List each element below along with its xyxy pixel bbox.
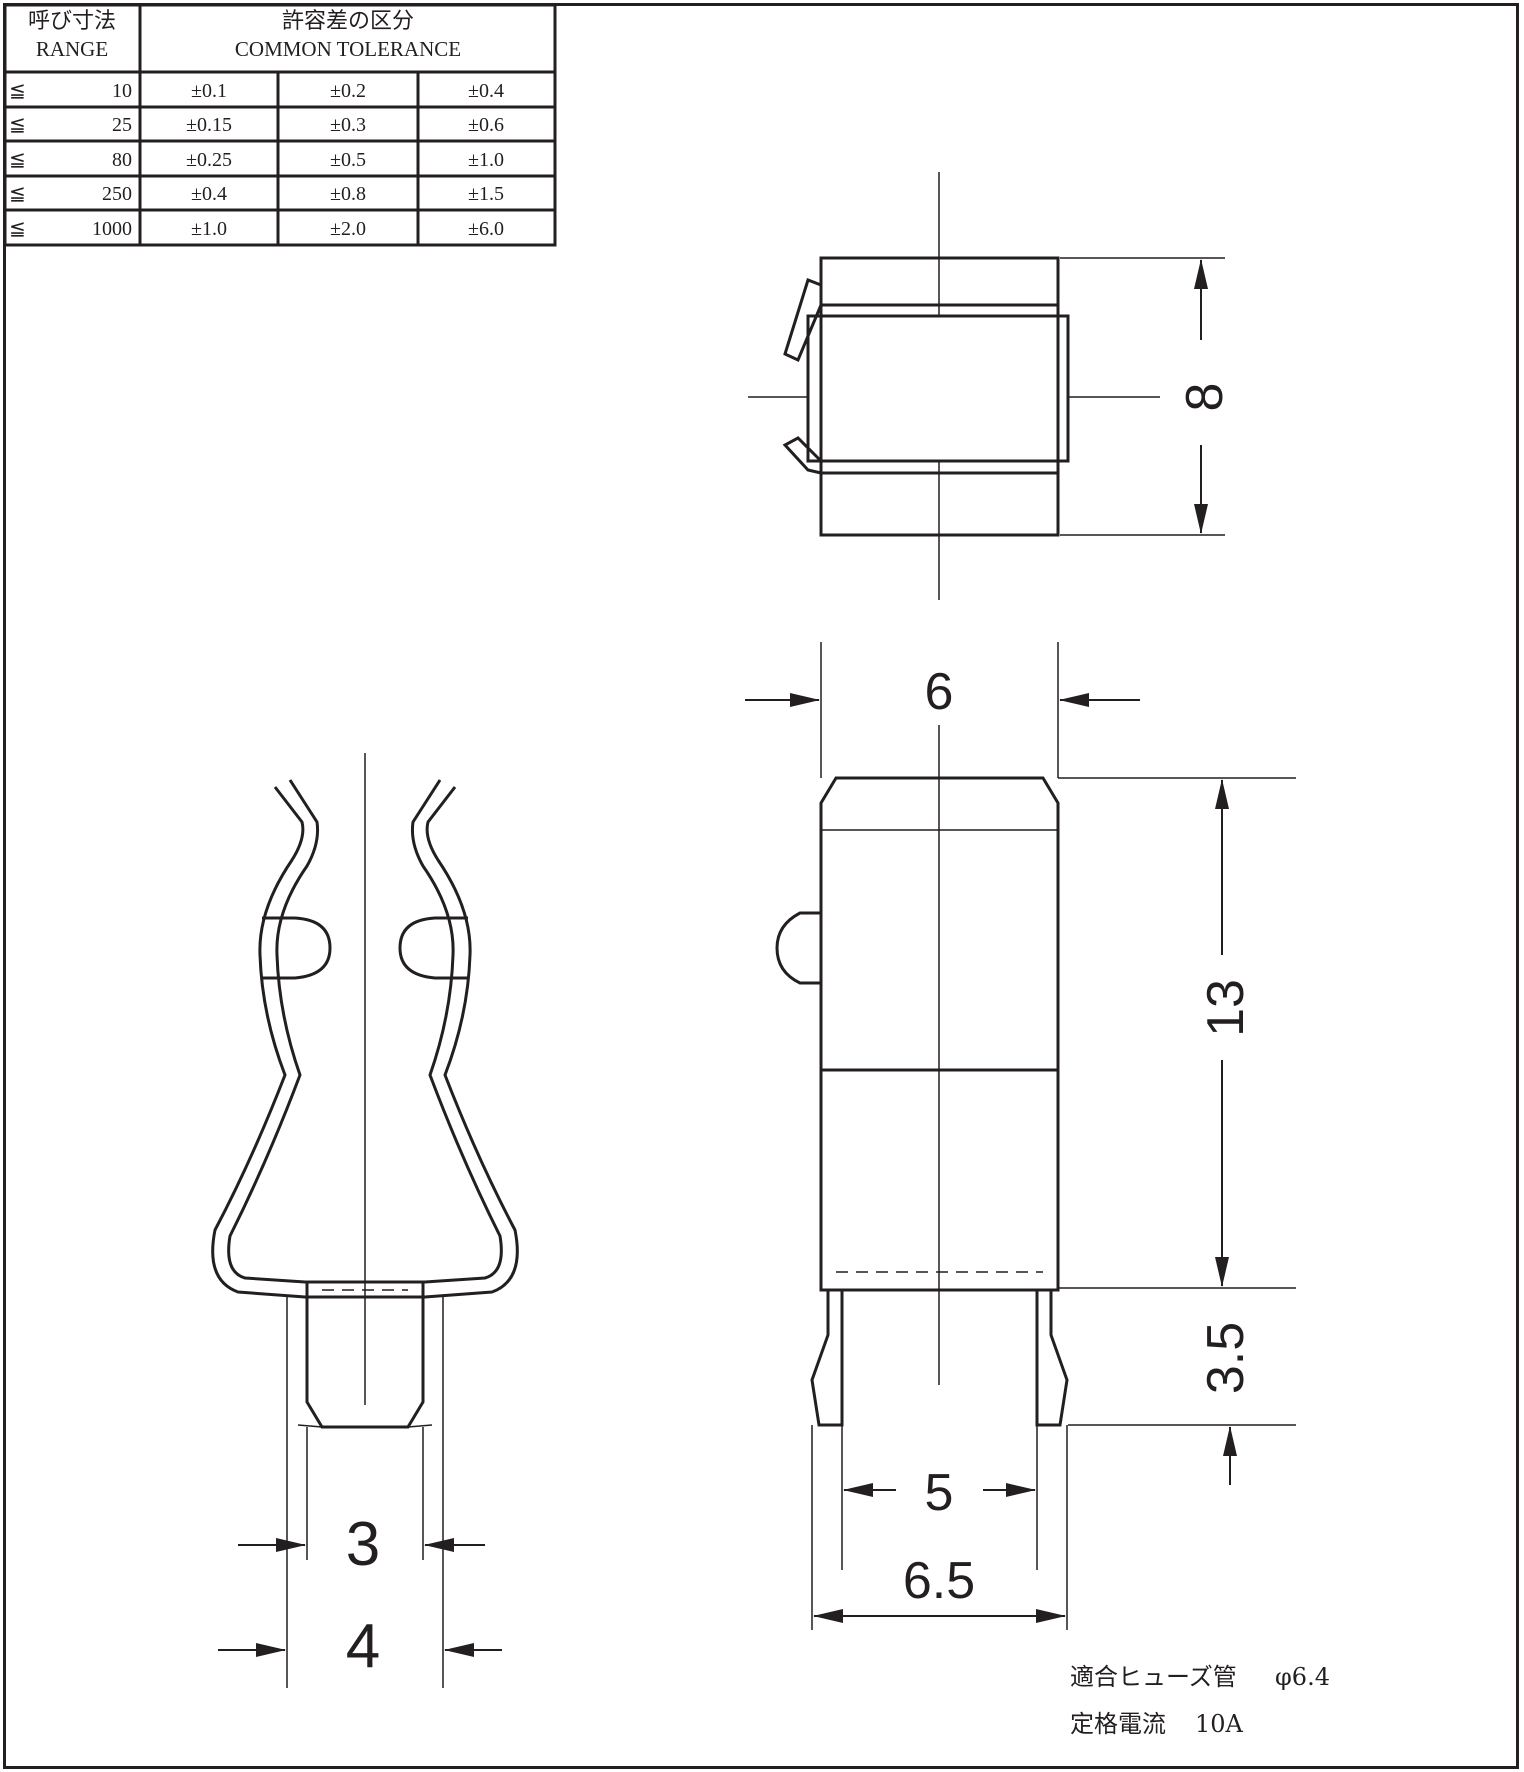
tolerance-value: ±6.0 (468, 218, 504, 240)
range-value: 250 (102, 183, 132, 205)
clip-spring-inner (227, 779, 503, 1284)
tolerance-value: ±2.0 (330, 218, 366, 240)
tolerance-table-text: 呼び寸法 RANGE 許容差の区分 COMMON TOLERANCE ≦ 10 … (9, 8, 504, 240)
tolerance-value: ±1.0 (191, 218, 227, 240)
tolerance-header-jp: 許容差の区分 (282, 8, 414, 33)
dimension-tab-inner: 3 (346, 1510, 380, 1579)
top-view (748, 172, 1225, 600)
dimension-tab-outer: 4 (346, 1612, 380, 1681)
front-view (211, 753, 519, 1688)
tolerance-value: ±0.2 (330, 80, 366, 102)
tolerance-value: ±0.25 (186, 149, 232, 171)
drawing-frame (3, 3, 1519, 1769)
solder-tab (305, 1282, 425, 1429)
range-value: 25 (112, 114, 132, 136)
tolerance-value: ±0.8 (330, 183, 366, 205)
left-dimple (262, 916, 332, 980)
tolerance-value: ±0.4 (191, 183, 227, 205)
dimension-side-width: 6 (925, 663, 954, 721)
fuse-value: φ6.4 (1275, 1663, 1330, 1691)
range-value: 80 (112, 149, 132, 171)
dimension-side-height: 13 (1197, 979, 1255, 1037)
tolerance-value: ±0.4 (468, 80, 504, 102)
tolerance-value: ±0.6 (468, 114, 504, 136)
tolerance-value: ±0.1 (191, 80, 227, 102)
tolerance-value: ±0.3 (330, 114, 366, 136)
current-label: 定格電流 (1070, 1710, 1166, 1738)
right-pin (1035, 1290, 1069, 1427)
clip-spring-outer (211, 786, 519, 1299)
side-dimple (775, 911, 821, 985)
tolerance-value: ±1.5 (468, 183, 504, 205)
tolerance-value: ±0.5 (330, 149, 366, 171)
clip-inner-face (806, 314, 1070, 463)
tolerance-header-en: COMMON TOLERANCE (235, 37, 461, 61)
clip-body-outline (819, 776, 1060, 1292)
leq-symbol: ≦ (9, 80, 26, 102)
range-header-en: RANGE (36, 37, 108, 61)
range-value: 1000 (92, 218, 132, 240)
tolerance-value: ±1.0 (468, 149, 504, 171)
leq-symbol: ≦ (9, 218, 26, 240)
spec-notes: 適合ヒューズ管 φ6.4 定格電流 10A (1070, 1663, 1330, 1738)
dimension-pin-outer: 6.5 (903, 1552, 975, 1610)
fuse-label: 適合ヒューズ管 (1070, 1663, 1237, 1691)
lower-spring-tab (782, 436, 823, 475)
current-value: 10A (1195, 1710, 1244, 1738)
right-dimple (398, 916, 468, 980)
tolerance-value: ±0.15 (186, 114, 232, 136)
upper-spring-tab (783, 278, 823, 363)
dimension-pin-length: 3.5 (1197, 1322, 1255, 1394)
dimension-top-height: 8 (1176, 383, 1234, 412)
range-value: 10 (112, 80, 132, 102)
leq-symbol: ≦ (9, 149, 26, 171)
range-header-jp: 呼び寸法 (28, 8, 116, 33)
tolerance-table (3, 3, 557, 247)
left-pin (810, 1290, 844, 1427)
leq-symbol: ≦ (9, 114, 26, 136)
side-view (745, 642, 1296, 1630)
leq-symbol: ≦ (9, 183, 26, 205)
dimension-pin-inner: 5 (925, 1464, 954, 1522)
